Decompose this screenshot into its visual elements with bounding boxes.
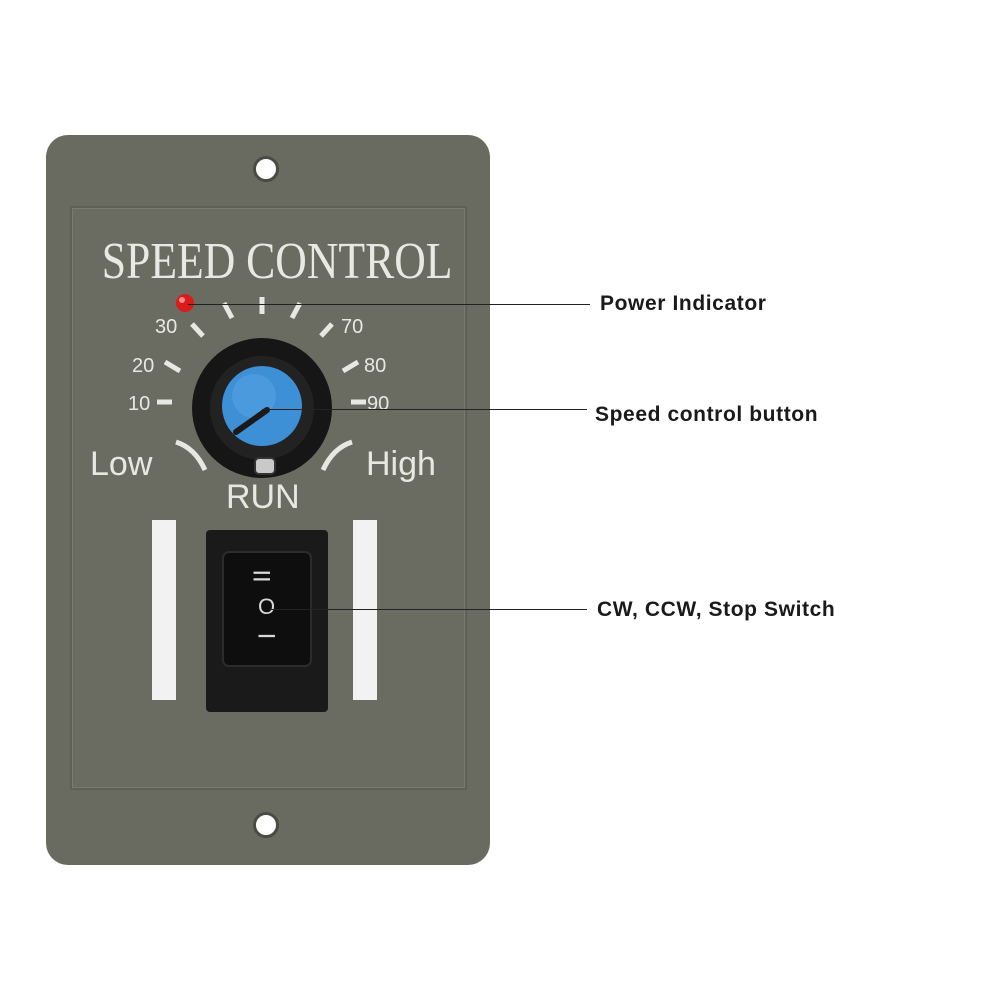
scale-20: 20 [132,355,155,377]
top-mounting-hole [253,156,279,182]
tick-mark [190,322,205,338]
power-indicator-callout: Power Indicator [600,292,767,315]
high-label: High [366,445,436,483]
panel-title: SPEED CONTROL [101,233,453,290]
bottom-mounting-hole [253,812,279,838]
high-bracket [320,439,353,472]
left-white-stripe [152,520,176,700]
knob-pointer [233,407,270,435]
led-indicator [176,294,194,312]
tick-mark [163,359,182,374]
tick-mark [221,301,235,320]
scale-80: 80 [364,355,387,377]
speed-control-leader [262,409,587,410]
scale-70: 70 [341,316,364,338]
switch-callout: CW, CCW, Stop Switch [597,598,836,621]
low-label: Low [90,445,153,483]
switch-symbol-top[interactable]: II [247,569,275,583]
tick-mark [341,359,360,374]
right-white-stripe [353,520,377,700]
switch-symbol-bottom[interactable]: I [252,632,280,640]
switch-leader [270,609,587,610]
tick-mark [319,322,334,338]
speed-control-callout: Speed control button [595,403,819,426]
scale-30: 30 [155,316,178,338]
scale-10: 10 [128,393,151,415]
switch-symbol-middle[interactable]: O [258,594,276,619]
power-indicator-leader [188,304,590,305]
knob-clip [254,457,276,475]
scale-90: 90 [367,393,390,415]
run-label: RUN [226,478,300,516]
low-bracket [175,439,208,472]
tick-mark [289,301,303,320]
